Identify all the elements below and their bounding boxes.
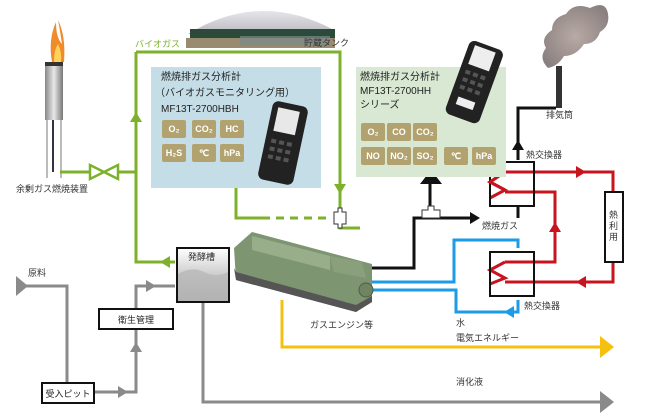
exhaust-lines xyxy=(370,106,556,270)
analyzer-series: シリーズ xyxy=(360,100,400,111)
biogas-valve-icon xyxy=(88,162,120,182)
receiving-pit-box: 受入ピット xyxy=(41,382,95,404)
badge-no: NO xyxy=(361,147,385,165)
badge-so2: SO₂ xyxy=(413,147,437,165)
badge-co: CO xyxy=(387,123,411,141)
arrow-up-icon xyxy=(130,342,142,352)
arrow-right-icon xyxy=(146,280,156,292)
heat-exchanger-top xyxy=(489,161,535,207)
gas-analyzer-device-icon xyxy=(258,101,308,185)
storage-tank-label: 貯蔵タンク xyxy=(304,39,350,49)
arrow-right-icon xyxy=(118,386,128,398)
arrow-left-icon xyxy=(576,276,586,288)
arrow-down-icon xyxy=(334,184,346,194)
badge-co2: CO₂ xyxy=(192,120,216,138)
raw-material-label: 原料 xyxy=(28,269,47,279)
arrow-right-icon xyxy=(576,166,586,178)
heat-use-box xyxy=(604,191,624,263)
badge-hpa: hPa xyxy=(220,144,244,162)
storage-tank-image xyxy=(186,10,335,48)
hygiene-management-box: 衛生管理 xyxy=(98,308,174,330)
badge-o2: O₂ xyxy=(361,123,385,141)
heat-exchanger-bottom xyxy=(489,251,535,297)
digestate-label: 消化液 xyxy=(456,378,484,388)
tee-connector-icon xyxy=(421,205,441,219)
arrow-up-icon xyxy=(549,222,561,232)
electric-line xyxy=(280,300,600,349)
heat-exchanger-bottom-label: 熱交換器 xyxy=(524,302,561,312)
arrow-right-icon xyxy=(600,336,614,358)
receiving-pit-label: 受入ピット xyxy=(45,389,91,400)
gas-analyzer-device-icon xyxy=(445,41,503,124)
raw-material-input-icon xyxy=(16,276,28,296)
badge-temperature: ℃ xyxy=(192,144,216,162)
analyzer-model: MF13T-2700HH xyxy=(360,86,432,97)
water-lines xyxy=(370,238,520,314)
biogas-label: バイオガス xyxy=(135,40,181,50)
heat-use-label: 熱利用 xyxy=(609,211,619,243)
exhaust-stack-image xyxy=(542,5,609,108)
gas-engine-label: ガスエンジン等 xyxy=(310,321,374,331)
badge-no2: NO₂ xyxy=(387,147,411,165)
flare-stack-image xyxy=(45,20,65,178)
analyzer-model: MF13T-2700HBH xyxy=(161,104,239,115)
heat-exchanger-top-label: 熱交換器 xyxy=(526,151,563,161)
arrow-right-icon xyxy=(470,212,480,224)
tee-connector-icon xyxy=(333,207,347,229)
hygiene-management-label: 衛生管理 xyxy=(117,315,154,326)
gas-engine-image xyxy=(234,232,374,312)
arrow-right-icon xyxy=(600,391,614,413)
badge-temperature: ℃ xyxy=(444,147,468,165)
analyzer-title: 燃焼排ガス分析計 xyxy=(360,72,440,83)
analyzer-panel-exhaust: 燃焼排ガス分析計 MF13T-2700HH シリーズ O₂ CO CO₂ NO … xyxy=(356,41,506,177)
combustion-gas-label: 燃焼ガス xyxy=(482,222,519,232)
arrow-up-icon xyxy=(130,112,142,122)
analyzer-subtitle: （バイオガスモニタリング用） xyxy=(155,88,295,99)
water-label: 水 xyxy=(456,319,466,329)
arrow-up-icon xyxy=(512,140,524,150)
fermentation-tank xyxy=(176,247,230,303)
arrow-up-icon xyxy=(420,170,442,184)
badge-hc: HC xyxy=(220,120,244,138)
electric-energy-label: 電気エネルギー xyxy=(456,334,520,344)
badge-o2: O₂ xyxy=(162,120,186,138)
badge-h2s: H₂S xyxy=(162,144,186,162)
arrow-left-icon xyxy=(160,256,170,268)
analyzer-title: 燃焼排ガス分析計 xyxy=(161,72,241,83)
stack-label: 排気筒 xyxy=(546,111,574,121)
fermentation-tank-label: 発酵槽 xyxy=(188,253,216,263)
material-lines xyxy=(26,284,600,404)
badge-co2: CO₂ xyxy=(413,123,437,141)
arrow-left-icon xyxy=(504,306,514,318)
flare-label: 余剰ガス燃焼装置 xyxy=(16,185,89,195)
badge-hpa: hPa xyxy=(472,147,496,165)
analyzer-panel-biogas: 燃焼排ガス分析計 （バイオガスモニタリング用） MF13T-2700HBH O₂… xyxy=(151,67,321,188)
